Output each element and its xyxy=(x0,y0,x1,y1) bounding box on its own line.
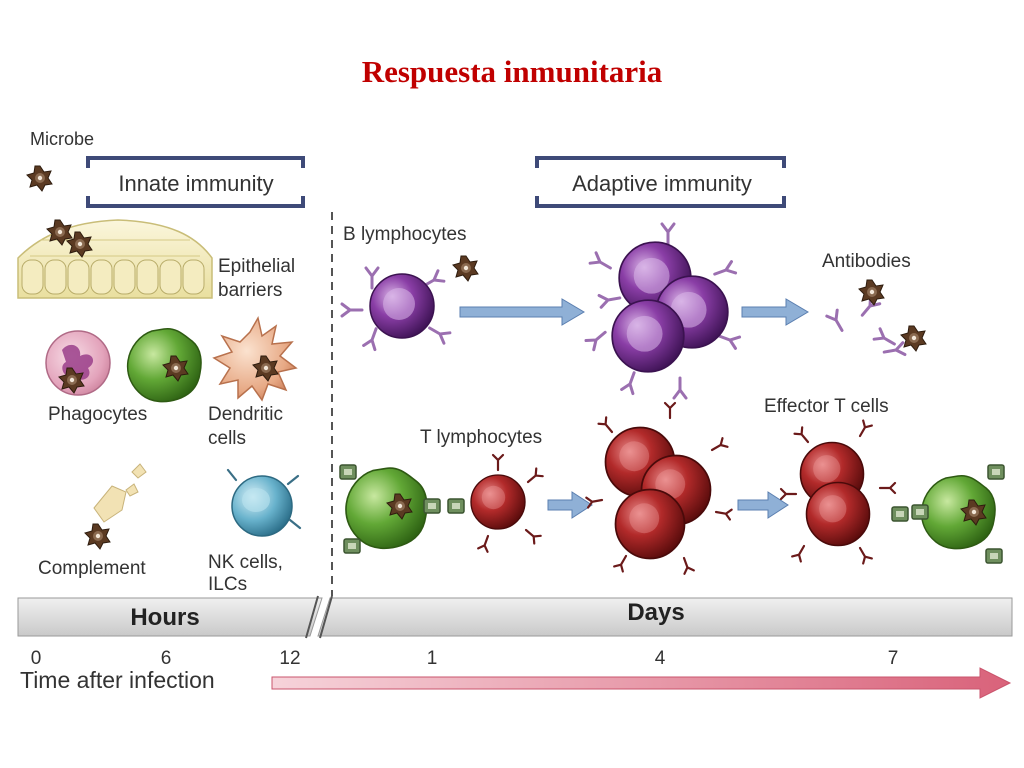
epithelial-barrier-icon xyxy=(17,219,213,299)
antigen-presenting-cell-icon xyxy=(339,464,441,554)
microbe-label: Microbe xyxy=(30,129,94,149)
dendritic-label-1: Dendritic xyxy=(208,404,283,425)
antibodies-icon xyxy=(825,279,927,360)
dendritic-cell-icon xyxy=(212,315,298,402)
innate-immunity-label: Innate immunity xyxy=(118,171,273,196)
epithelial-label-1: Epithelial xyxy=(218,256,295,277)
tick-label: 12 xyxy=(279,648,300,669)
complement-icon xyxy=(84,463,147,550)
tick-label: 0 xyxy=(31,648,42,669)
innate-header: Innate immunity xyxy=(86,156,305,208)
nk-label-1: NK cells, xyxy=(208,552,283,573)
tick-label: 4 xyxy=(655,648,666,669)
antibodies-label: Antibodies xyxy=(822,251,911,272)
arrow-icon xyxy=(459,298,585,326)
macrophage-icon xyxy=(126,327,202,403)
effector-t-cells-label: Effector T cells xyxy=(764,396,889,417)
hours-label: Hours xyxy=(130,604,199,631)
t-lymphocytes-label: T lymphocytes xyxy=(420,427,542,448)
slide-title: Respuesta inmunitaria xyxy=(361,54,663,89)
tick-label: 6 xyxy=(161,648,172,669)
timeline-bar: Hours Days xyxy=(17,595,1013,639)
nk-label-2: ILCs xyxy=(208,574,247,595)
nk-cell-icon xyxy=(226,468,302,537)
effector-t-cells-icon xyxy=(779,419,909,565)
arrow-icon xyxy=(737,491,789,519)
arrow-icon xyxy=(741,298,809,326)
arrow-icon xyxy=(547,491,593,519)
days-label: Days xyxy=(627,599,684,626)
adaptive-header: Adaptive immunity xyxy=(535,156,786,208)
b-lymphocyte-icon xyxy=(340,255,479,352)
t-lymphocyte-icon xyxy=(447,453,544,553)
proliferating-t-cells-icon xyxy=(585,401,733,575)
neutrophil-icon xyxy=(45,330,111,396)
adaptive-immunity-label: Adaptive immunity xyxy=(572,171,752,196)
time-axis-label: Time after infection xyxy=(20,667,215,693)
tick-label: 1 xyxy=(427,648,438,669)
phagocytes-label: Phagocytes xyxy=(48,404,147,425)
microbe-icon xyxy=(26,165,53,192)
plasma-cells-icon xyxy=(584,222,742,400)
b-lymphocytes-label: B lymphocytes xyxy=(343,224,467,245)
target-cell-icon xyxy=(911,464,1005,564)
complement-label: Complement xyxy=(38,558,146,579)
time-arrow-icon xyxy=(271,667,1012,699)
tick-label: 7 xyxy=(888,648,899,669)
epithelial-label-2: barriers xyxy=(218,280,282,301)
dendritic-label-2: cells xyxy=(208,428,246,449)
